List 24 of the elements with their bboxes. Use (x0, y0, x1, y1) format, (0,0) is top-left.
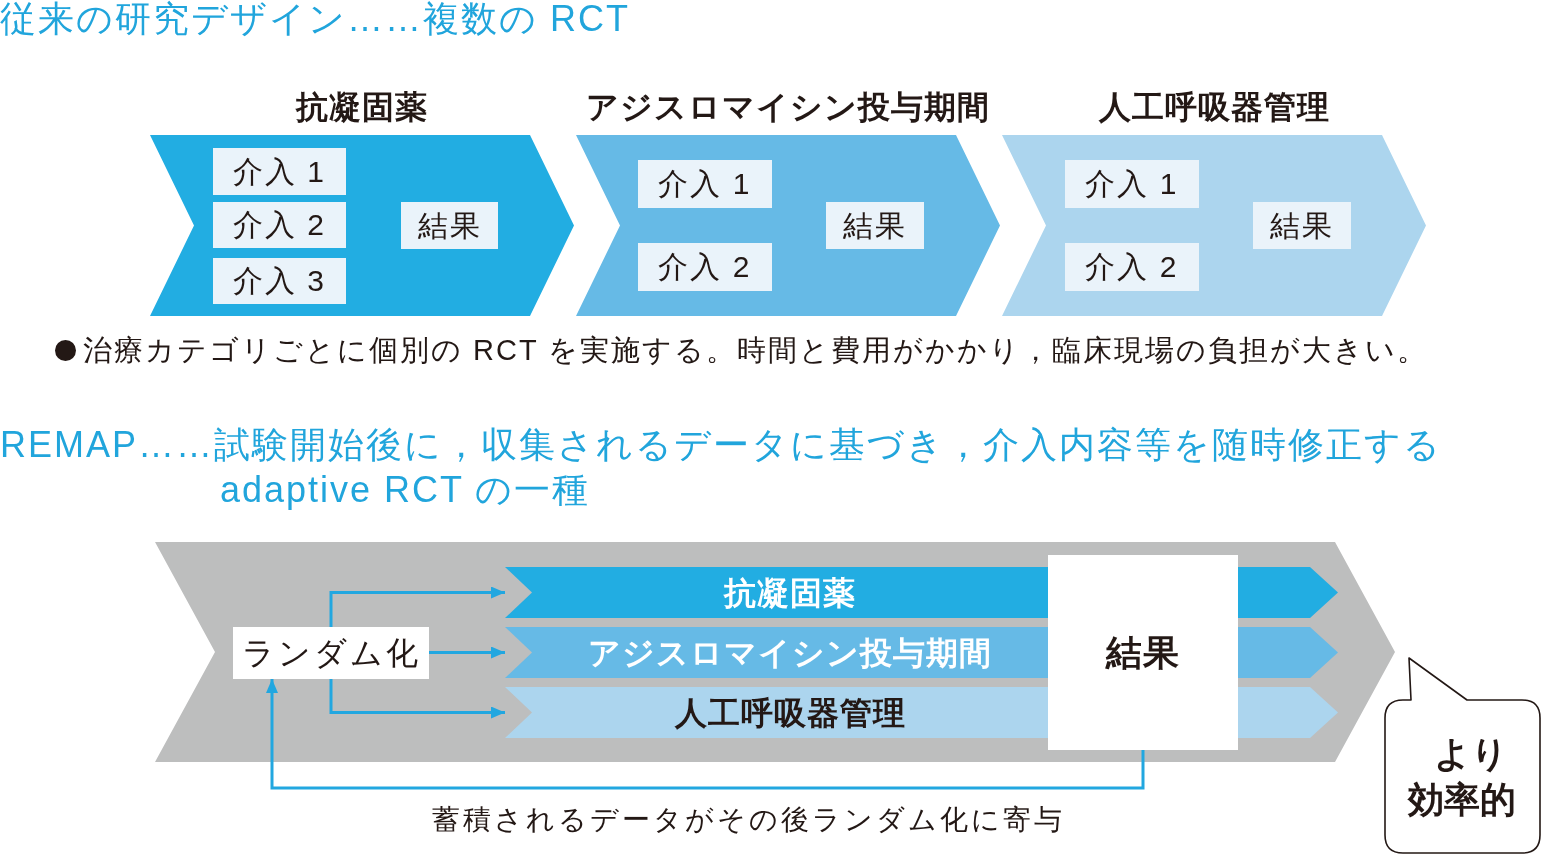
item-box: 介入 1 (638, 160, 772, 208)
item-box: 介入 2 (638, 243, 772, 291)
chevron-panel (155, 542, 1395, 762)
step-heading: 人工呼吸器管理 (1098, 88, 1330, 127)
section-heading: 従来の研究デザイン……複数の RCT (0, 0, 630, 40)
connector-arrow (429, 646, 505, 659)
process-box: ランダム化 (233, 627, 429, 679)
item-box: 結果 (1253, 202, 1351, 249)
item-box: 介入 1 (1065, 160, 1199, 208)
connector-arrow (266, 679, 1145, 790)
item-box: 介入 2 (213, 202, 346, 248)
result-box: 結果 (1048, 555, 1238, 750)
item-box: 結果 (401, 202, 498, 249)
section-heading: REMAP……試験開始後に，収集されるデータに基づき，介入内容等を随時修正する adaptive RCT の一種 (0, 423, 1444, 512)
item-box: 介入 3 (213, 258, 346, 304)
step-heading: アジスロマイシン投与期間 (586, 88, 990, 127)
connector-arrow (329, 586, 505, 627)
item-box: 結果 (826, 202, 924, 249)
connector-arrow (329, 679, 505, 719)
note-text: 治療カテゴリごとに個別の RCT を実施する。時間と費用がかかり，臨床現場の負担が大きい。 (83, 333, 1429, 368)
step-heading: 抗凝固薬 (296, 88, 428, 127)
speech-bubble: より効率的 (1383, 655, 1541, 855)
item-box: 介入 2 (1065, 243, 1199, 291)
item-box: 介入 1 (213, 148, 346, 195)
